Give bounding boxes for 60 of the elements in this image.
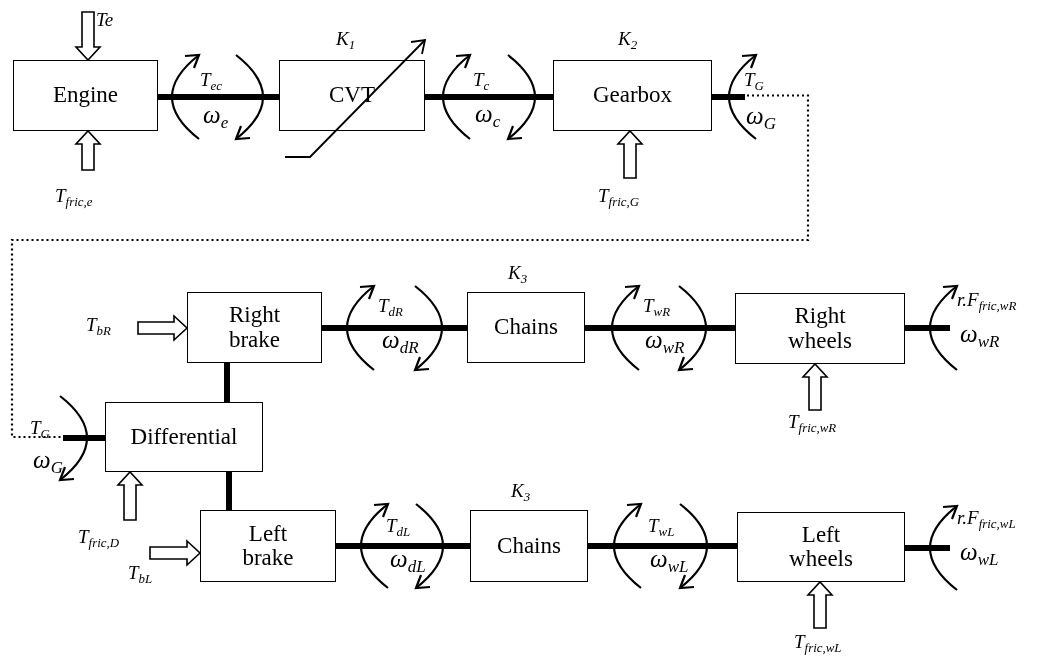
block-label: Chains	[497, 533, 561, 559]
shaft-line	[158, 94, 279, 100]
input-arrow	[616, 129, 644, 179]
input-arrow	[801, 362, 829, 411]
gain-label: K$_{1}$	[336, 29, 356, 50]
torque-symbol: T$_{c}$	[473, 70, 490, 91]
block-label: Left brake	[241, 521, 295, 571]
angular-speed-symbol: ω$_{wR}$	[960, 320, 1000, 348]
angular-speed-symbol: ω$_{wL}$	[960, 538, 999, 566]
block-label: Right wheels	[787, 304, 853, 353]
angular-speed-symbol: ω$_{dR}$	[382, 326, 419, 354]
torque-symbol: T$_{fric,e}$	[55, 186, 93, 207]
block-label: Right brake	[227, 303, 282, 352]
block-label: Chains	[494, 315, 558, 340]
torque-symbol: T$_{wL}$	[648, 516, 675, 537]
gain-label: K$_{3}$	[511, 481, 531, 502]
torque-symbol: T$_{G}$	[30, 418, 50, 439]
gain-label: K$_{3}$	[508, 263, 528, 284]
block-box	[187, 292, 322, 363]
block-label: Engine	[52, 83, 119, 108]
torque-symbol: T$_{ec}$	[200, 70, 223, 91]
torque-symbol: T$_{dR}$	[378, 296, 403, 317]
block-box	[735, 293, 905, 364]
torque-symbol: T$_{fric,D}$	[78, 527, 120, 548]
angular-speed-symbol: ω$_{G}$	[33, 446, 63, 474]
input-arrow	[149, 539, 202, 567]
block-box	[737, 512, 905, 582]
torque-symbol: T$_{wR}$	[643, 296, 671, 317]
torque-symbol: T$_{fric,wR}$	[788, 412, 837, 433]
input-arrow	[806, 580, 834, 629]
block-box	[105, 402, 263, 472]
shaft-line	[224, 363, 230, 402]
input-arrow	[137, 314, 189, 342]
torque-symbol: T$_{G}$	[744, 70, 764, 91]
torque-symbol: T$_{fric,G}$	[598, 186, 640, 207]
block-label: Differential	[130, 424, 238, 450]
block-box	[200, 510, 336, 582]
torque-symbol: r.F$_{fric,wR}$	[957, 290, 1017, 311]
torque-symbol: T$_{bR}$	[86, 315, 111, 336]
torque-symbol: T$_{dL}$	[386, 516, 411, 537]
block-label: Gearbox	[592, 83, 673, 108]
torque-symbol: r.F$_{fric,wL}$	[957, 508, 1016, 529]
shaft-line	[226, 472, 232, 510]
angular-speed-symbol: ω$_{wR}$	[645, 326, 685, 354]
input-arrow	[116, 470, 144, 521]
dotted-connector	[10, 94, 810, 439]
block-box	[13, 60, 158, 131]
block-label: Left wheels	[788, 522, 854, 572]
torque-symbol: T$_{fric,wL}$	[794, 632, 842, 653]
angular-speed-symbol: ω$_{e}$	[203, 101, 229, 129]
torque-symbol: Te	[96, 10, 114, 31]
angular-speed-symbol: ω$_{c}$	[475, 100, 501, 128]
gain-label: K$_{2}$	[618, 29, 638, 50]
angular-speed-symbol: ω$_{dL}$	[390, 545, 426, 573]
shaft-line	[425, 94, 553, 100]
input-arrow	[74, 11, 102, 62]
angular-speed-symbol: ω$_{wL}$	[650, 545, 689, 573]
torque-symbol: T$_{bL}$	[128, 563, 153, 584]
angular-speed-symbol: ω$_{G}$	[746, 102, 776, 130]
input-arrow	[74, 129, 102, 171]
